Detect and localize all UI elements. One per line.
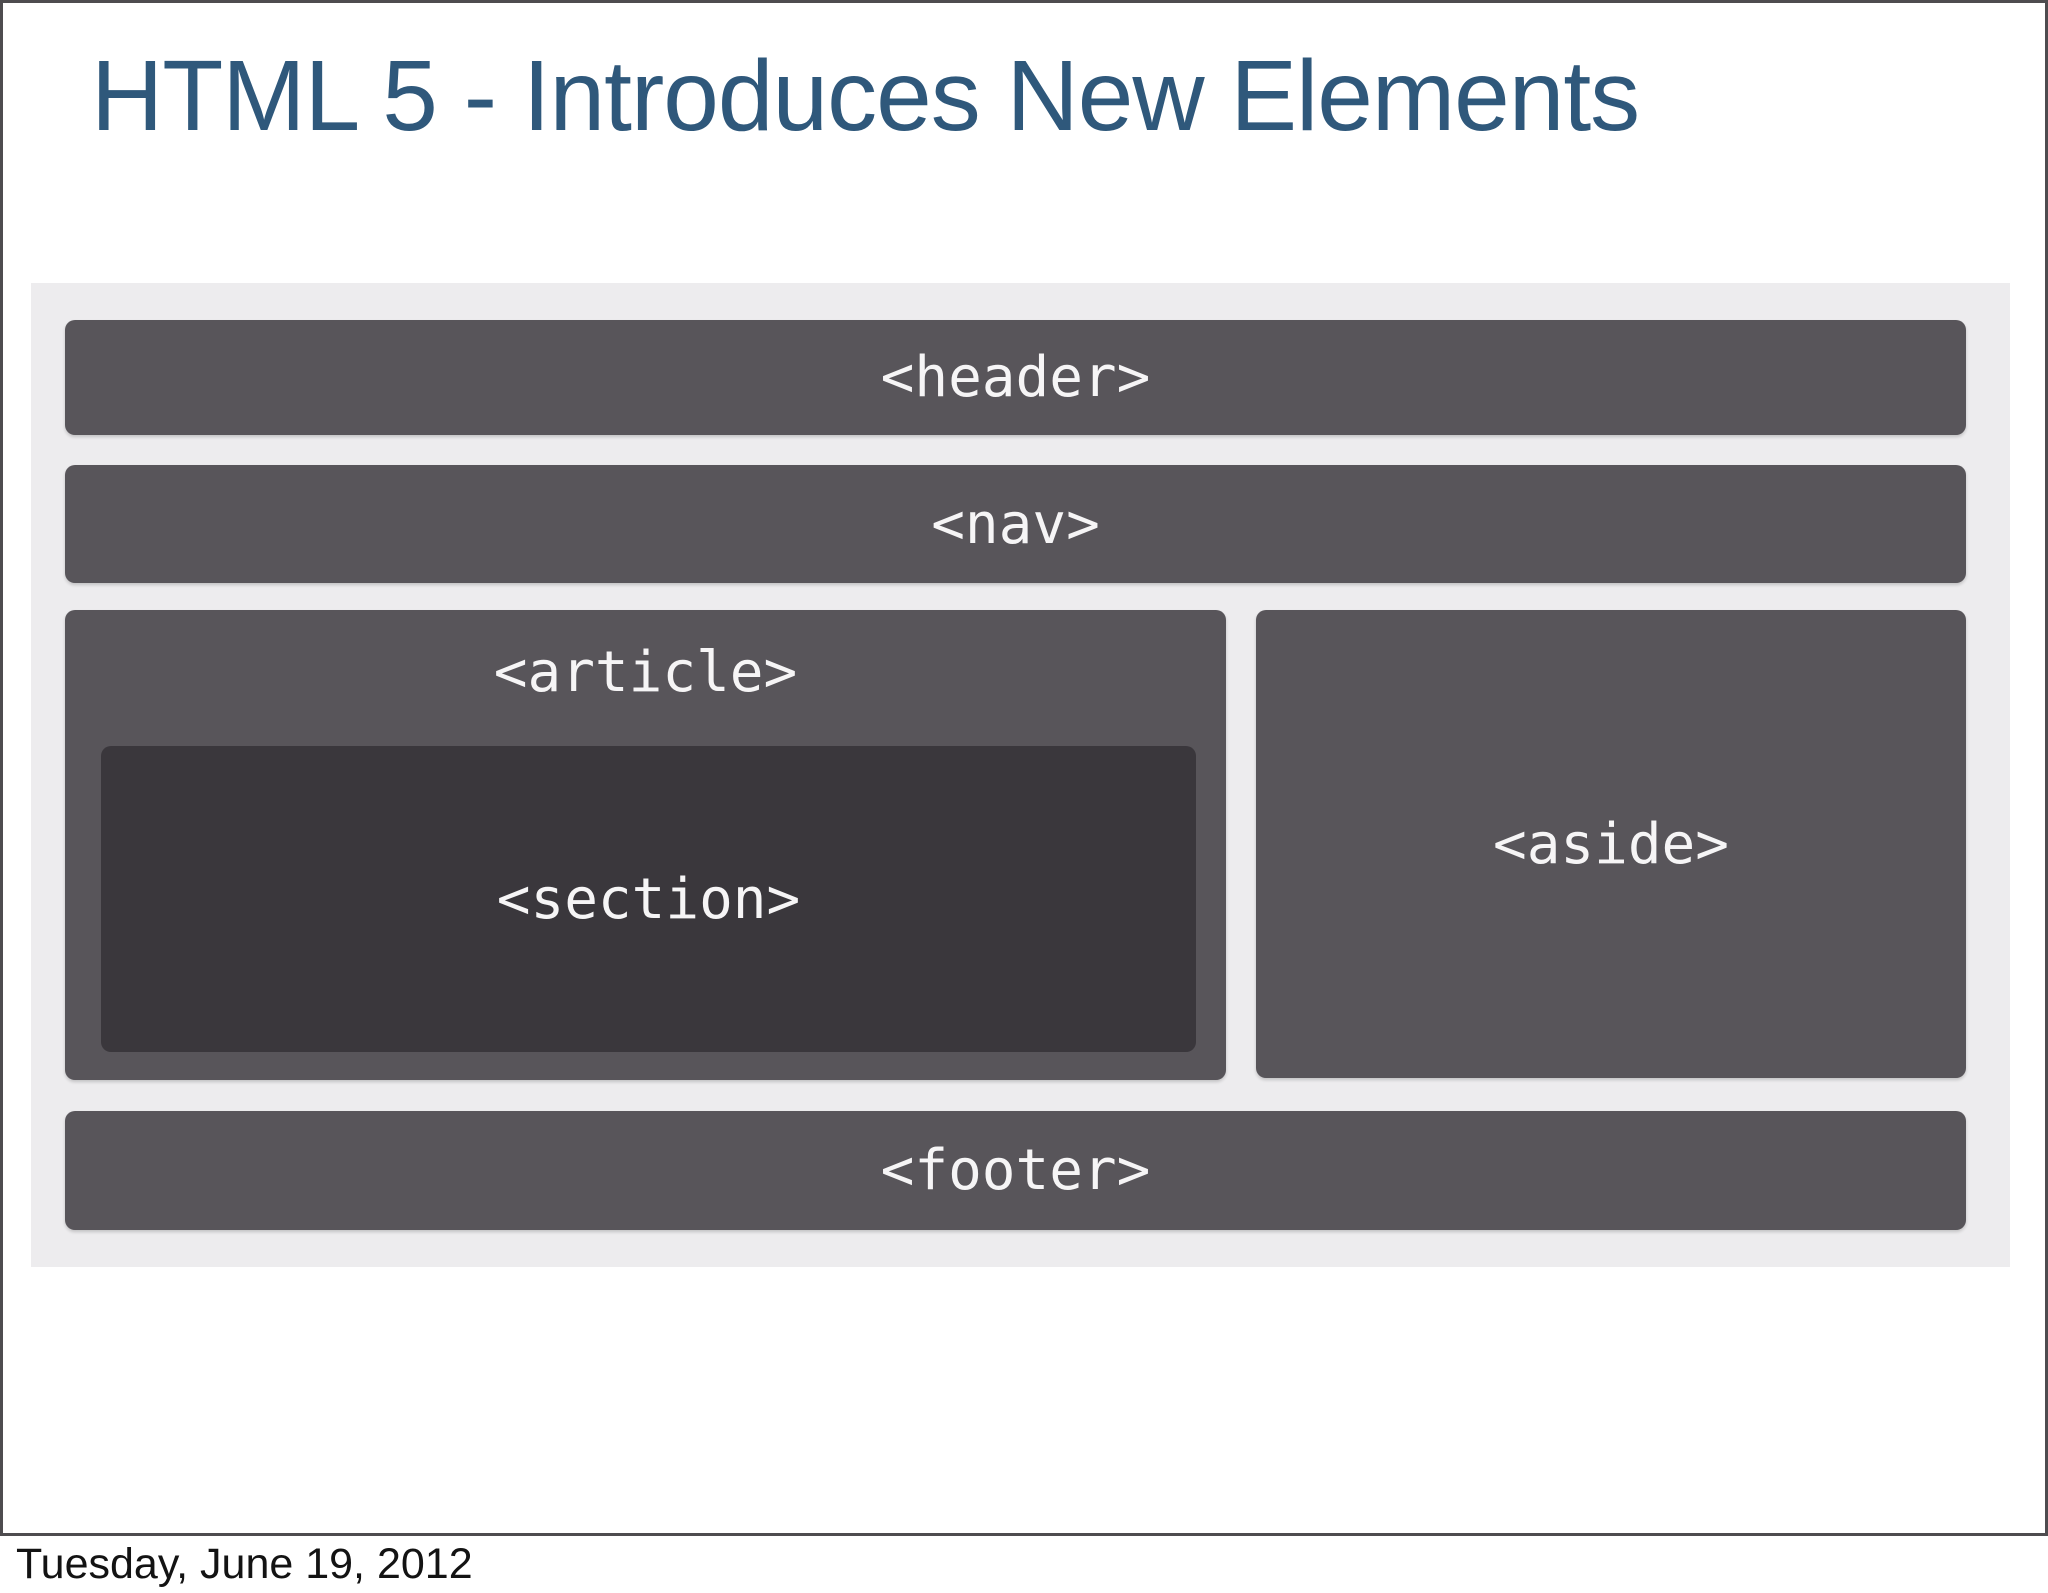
slide: HTML 5 - Introduces New Elements <header…	[0, 0, 2048, 1536]
section-element-box: <section>	[101, 746, 1196, 1052]
slide-title: HTML 5 - Introduces New Elements	[91, 40, 1640, 152]
aside-element-label: <aside>	[1492, 811, 1729, 877]
header-element-label: <header>	[880, 345, 1151, 410]
slide-date: Tuesday, June 19, 2012	[16, 1540, 473, 1588]
nav-element-box: <nav>	[65, 465, 1966, 583]
article-element-box: <article> <section>	[65, 610, 1226, 1080]
footer-element-label: <footer>	[880, 1138, 1151, 1203]
nav-element-label: <nav>	[931, 491, 1100, 557]
aside-element-box: <aside>	[1256, 610, 1966, 1078]
footer-element-box: <footer>	[65, 1111, 1966, 1230]
article-element-label: <article>	[493, 640, 798, 705]
html5-layout-diagram: <header> <nav> <article> <section> <asid…	[31, 283, 2010, 1267]
header-element-box: <header>	[65, 320, 1966, 435]
section-element-label: <section>	[496, 866, 801, 932]
